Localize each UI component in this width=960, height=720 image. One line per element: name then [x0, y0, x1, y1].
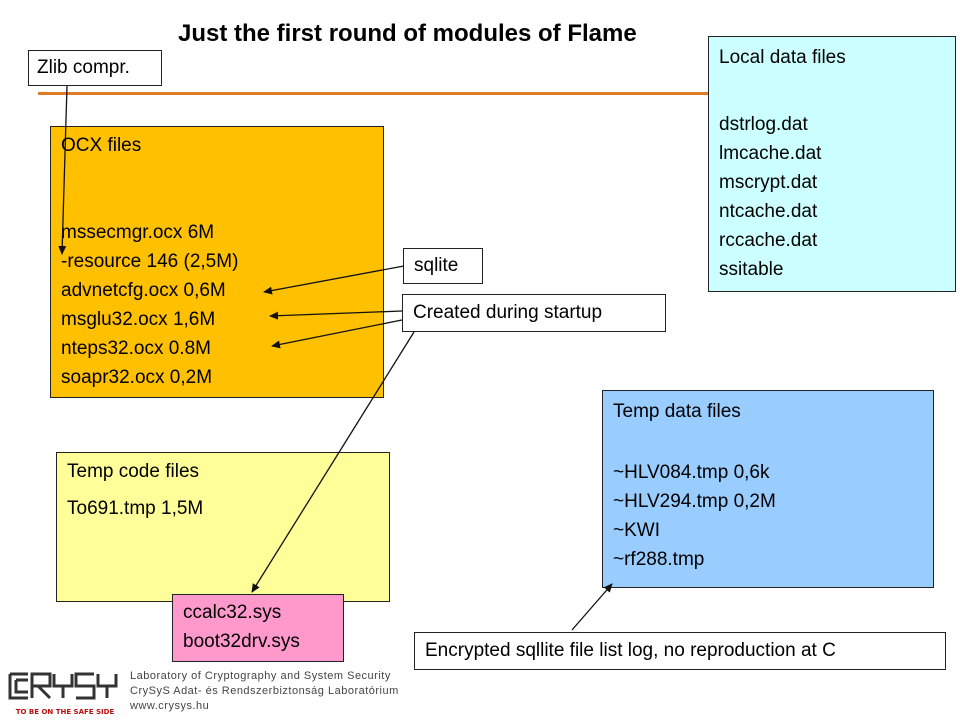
arrow-zlib-to-ocx	[58, 85, 68, 255]
ocx-file-4: msglu32.ocx 1,6M	[61, 309, 216, 330]
local-file-4: ntcache.dat	[719, 201, 818, 222]
sys-file-2: boot32drv.sys	[183, 631, 300, 652]
sqlite-label: sqlite	[414, 255, 459, 276]
zlib-label: Zlib compr.	[37, 57, 130, 78]
sys-files-box: ccalc32.sys boot32drv.sys	[172, 594, 344, 662]
footer-lab-info: Laboratory of Cryptography and System Se…	[130, 669, 399, 714]
encrypted-log-box: Encrypted sqllite file list log, no repr…	[414, 632, 946, 670]
arrow-sqlite-to-advnetcfg	[263, 265, 405, 295]
logo-tagline: TO BE ON THE SAFE SIDE	[16, 708, 115, 716]
crysys-logo: TO BE ON THE SAFE SIDE	[6, 670, 124, 718]
local-file-6: ssitable	[719, 259, 784, 280]
temp-code-heading: Temp code files	[67, 461, 200, 482]
created-during-startup-box: Created during startup	[402, 294, 666, 332]
local-heading: Local data files	[719, 47, 846, 68]
temp-data-file-2: ~HLV294.tmp 0,2M	[613, 491, 776, 512]
ocx-files-box: OCX files mssecmgr.ocx 6M -resource 146 …	[50, 126, 384, 398]
local-data-files-box: Local data files dstrlog.dat lmcache.dat…	[708, 36, 956, 292]
temp-data-file-4: ~rf288.tmp	[613, 549, 705, 570]
arrow-startup-to-sys	[251, 331, 415, 593]
temp-code-files-box: Temp code files To691.tmp 1,5M	[56, 452, 390, 602]
sqlite-box: sqlite	[403, 248, 483, 284]
local-file-2: lmcache.dat	[719, 143, 822, 164]
arrow-startup-to-nteps32	[271, 319, 403, 349]
local-file-3: mscrypt.dat	[719, 172, 818, 193]
arrow-startup-to-msglu32	[269, 310, 403, 320]
zlib-box: Zlib compr.	[28, 50, 162, 86]
ocx-file-6: soapr32.ocx 0,2M	[61, 367, 213, 388]
ocx-file-1: mssecmgr.ocx 6M	[61, 222, 215, 243]
ocx-heading: OCX files	[61, 135, 142, 156]
footer-line-2: CrySyS Adat- és Rendszerbiztonság Labora…	[130, 685, 399, 697]
temp-data-file-3: ~KWI	[613, 520, 660, 541]
title-divider	[38, 92, 708, 95]
ocx-file-5: nteps32.ocx 0.8M	[61, 338, 211, 359]
temp-data-files-box: Temp data files ~HLV084.tmp 0,6k ~HLV294…	[602, 390, 934, 588]
encrypted-log-label: Encrypted sqllite file list log, no repr…	[425, 640, 836, 661]
arrow-encrypted-to-temp-data	[571, 583, 613, 631]
local-file-1: dstrlog.dat	[719, 114, 808, 135]
temp-data-heading: Temp data files	[613, 401, 741, 422]
sys-file-1: ccalc32.sys	[183, 602, 282, 623]
temp-data-file-1: ~HLV084.tmp 0,6k	[613, 462, 770, 483]
footer-line-3: www.crysys.hu	[130, 700, 210, 712]
local-file-5: rccache.dat	[719, 230, 818, 251]
ocx-file-2: -resource 146 (2,5M)	[61, 251, 239, 272]
startup-label: Created during startup	[413, 302, 603, 323]
footer-line-1: Laboratory of Cryptography and System Se…	[130, 670, 391, 682]
temp-code-file-1: To691.tmp 1,5M	[67, 498, 204, 519]
ocx-file-3: advnetcfg.ocx 0,6M	[61, 280, 226, 301]
slide-title: Just the first round of modules of Flame	[178, 20, 637, 47]
